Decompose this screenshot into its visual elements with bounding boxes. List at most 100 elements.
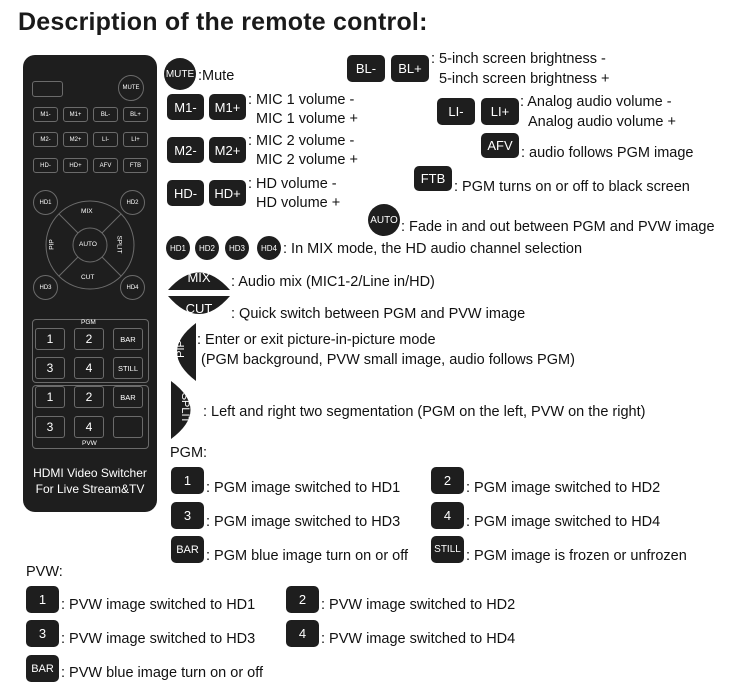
remote-pgm-group bbox=[32, 319, 149, 383]
cut-key-shape bbox=[168, 296, 230, 314]
pgm-bar-desc: : PGM blue image turn on or off bbox=[206, 548, 409, 564]
remote-hd2-button[interactable]: HD2 bbox=[120, 190, 145, 215]
pgm-2-desc: : PGM image switched to HD2 bbox=[466, 480, 661, 496]
pgm-heading: PGM: bbox=[170, 445, 208, 461]
cut-desc: : Quick switch between PGM and PVW image bbox=[231, 306, 526, 322]
m2-desc-line2: MIC 2 volume + bbox=[256, 152, 358, 168]
m1-desc-line2: MIC 1 volume + bbox=[256, 111, 358, 127]
pgm-1-desc: : PGM image switched to HD1 bbox=[206, 480, 401, 496]
remote-hd4-button[interactable]: HD4 bbox=[120, 275, 145, 300]
remote-display bbox=[32, 81, 63, 97]
remote-pgm-label: PGM bbox=[81, 319, 96, 326]
remote-hd3-button[interactable]: HD3 bbox=[33, 275, 58, 300]
remote-afv-button[interactable]: AFV bbox=[93, 158, 118, 173]
remote-brand-line2: For Live Stream&TV bbox=[35, 482, 145, 496]
remote-li-plus-button[interactable]: LI+ bbox=[123, 132, 148, 147]
ftb-desc: : PGM turns on or off to black screen bbox=[454, 179, 690, 195]
bl-minus-key: BL- bbox=[347, 55, 385, 82]
remote-pgm-2-button[interactable]: 2 bbox=[74, 328, 104, 350]
auto-key: AUTO bbox=[368, 204, 400, 236]
bl-desc-line1: : 5-inch screen brightness - bbox=[431, 51, 606, 67]
remote-cut-button[interactable]: CUT bbox=[81, 274, 95, 281]
afv-key: AFV bbox=[481, 133, 519, 158]
remote-bl-minus-button[interactable]: BL- bbox=[93, 107, 118, 122]
li-plus-key: LI+ bbox=[481, 98, 519, 125]
remote-pvw-4-button[interactable]: 4 bbox=[74, 416, 104, 438]
remote-m1-plus-button[interactable]: M1+ bbox=[63, 107, 88, 122]
m2-plus-key: M2+ bbox=[209, 137, 246, 163]
remote-pgm-3-button[interactable]: 3 bbox=[35, 357, 65, 379]
pvw-2-desc: : PVW image switched to HD2 bbox=[321, 597, 516, 613]
remote-pvw-2-button[interactable]: 2 bbox=[74, 386, 104, 408]
remote-pgm-bar-button[interactable]: BAR bbox=[113, 328, 143, 350]
bl-plus-key: BL+ bbox=[391, 55, 429, 82]
pip-key-shape bbox=[177, 323, 196, 381]
page-title: Description of the remote control: bbox=[18, 8, 428, 36]
remote-pgm-still-button[interactable]: STILL bbox=[113, 357, 143, 379]
pvw-heading: PVW: bbox=[26, 564, 63, 580]
remote-auto-button[interactable]: AUTO bbox=[79, 241, 97, 248]
remote-split-button[interactable]: SPLIT bbox=[115, 235, 123, 254]
m2-minus-key: M2- bbox=[167, 137, 204, 163]
pgm-4-desc: : PGM image switched to HD4 bbox=[466, 514, 661, 530]
split-desc: : Left and right two segmentation (PGM o… bbox=[203, 404, 646, 420]
remote-m2-plus-button[interactable]: M2+ bbox=[63, 132, 88, 147]
pvw-1-key: 1 bbox=[26, 586, 59, 613]
remote-bl-plus-button[interactable]: BL+ bbox=[123, 107, 148, 122]
mix-desc: : Audio mix (MIC1-2/Line in/HD) bbox=[231, 274, 435, 290]
pgm-3-key: 3 bbox=[171, 502, 204, 529]
pip-key: PIP bbox=[175, 340, 187, 358]
remote-pgm-4-button[interactable]: 4 bbox=[74, 357, 104, 379]
ftb-key: FTB bbox=[414, 166, 452, 191]
m1-minus-key: M1- bbox=[167, 94, 204, 120]
remote-pvw-label: PVW bbox=[82, 440, 97, 447]
pvw-2-key: 2 bbox=[286, 586, 319, 613]
hd3-key: HD3 bbox=[225, 236, 249, 260]
remote-ftb-button[interactable]: FTB bbox=[123, 158, 148, 173]
pgm-still-key: STILL bbox=[431, 536, 464, 563]
remote-pip-button[interactable]: PIP bbox=[48, 239, 56, 250]
pvw-1-desc: : PVW image switched to HD1 bbox=[61, 597, 256, 613]
li-minus-key: LI- bbox=[437, 98, 475, 125]
remote-hd-minus-button[interactable]: HD- bbox=[33, 158, 58, 173]
hd2-key: HD2 bbox=[195, 236, 219, 260]
remote-hd1-button[interactable]: HD1 bbox=[33, 190, 58, 215]
pvw-4-desc: : PVW image switched to HD4 bbox=[321, 631, 516, 647]
li-desc-line2: Analog audio volume + bbox=[528, 114, 676, 130]
remote-brand-line1: HDMI Video Switcher bbox=[33, 466, 147, 480]
pgm-1-key: 1 bbox=[171, 467, 204, 494]
remote-mute-button[interactable]: MUTE bbox=[118, 75, 144, 101]
pgm-3-desc: : PGM image switched to HD3 bbox=[206, 514, 401, 530]
mute-desc: :Mute bbox=[198, 68, 235, 84]
remote-m2-minus-button[interactable]: M2- bbox=[33, 132, 58, 147]
remote-mix-button[interactable]: MIX bbox=[81, 208, 93, 215]
remote-pvw-3-button[interactable]: 3 bbox=[35, 416, 65, 438]
pip-desc-line1: : Enter or exit picture-in-picture mode bbox=[197, 332, 436, 348]
remote-pvw-group bbox=[32, 385, 149, 449]
remote-pvw-1-button[interactable]: 1 bbox=[35, 386, 65, 408]
cut-key: CUT bbox=[185, 301, 213, 316]
hd-desc-line2: HD volume + bbox=[256, 195, 341, 211]
hd-plus-key: HD+ bbox=[209, 180, 246, 206]
hdsel-desc: : In MIX mode, the HD audio channel sele… bbox=[283, 241, 583, 257]
remote-pvw-bar-button[interactable]: BAR bbox=[113, 386, 143, 408]
pvw-3-key: 3 bbox=[26, 620, 59, 647]
mix-key: MIX bbox=[187, 270, 211, 285]
remote-pvw-blank-button[interactable] bbox=[113, 416, 143, 438]
remote-control: MUTE M1- M1+ BL- BL+ M2- M2+ LI- LI+ HD-… bbox=[23, 55, 157, 512]
m1-desc-line1: : MIC 1 volume - bbox=[248, 92, 355, 108]
pip-desc-line2: (PGM background, PVW small image, audio … bbox=[201, 352, 575, 368]
pgm-4-key: 4 bbox=[431, 502, 464, 529]
remote-dpad bbox=[45, 200, 135, 290]
remote-hd-plus-button[interactable]: HD+ bbox=[63, 158, 88, 173]
auto-desc: : Fade in and out between PGM and PVW im… bbox=[401, 219, 715, 235]
pvw-4-key: 4 bbox=[286, 620, 319, 647]
m2-desc-line1: : MIC 2 volume - bbox=[248, 133, 355, 149]
split-key: SPLIT bbox=[179, 392, 191, 424]
remote-m1-minus-button[interactable]: M1- bbox=[33, 107, 58, 122]
li-desc-line1: : Analog audio volume - bbox=[520, 94, 672, 110]
remote-pgm-1-button[interactable]: 1 bbox=[35, 328, 65, 350]
hd1-key: HD1 bbox=[166, 236, 190, 260]
pgm-2-key: 2 bbox=[431, 467, 464, 494]
remote-li-minus-button[interactable]: LI- bbox=[93, 132, 118, 147]
